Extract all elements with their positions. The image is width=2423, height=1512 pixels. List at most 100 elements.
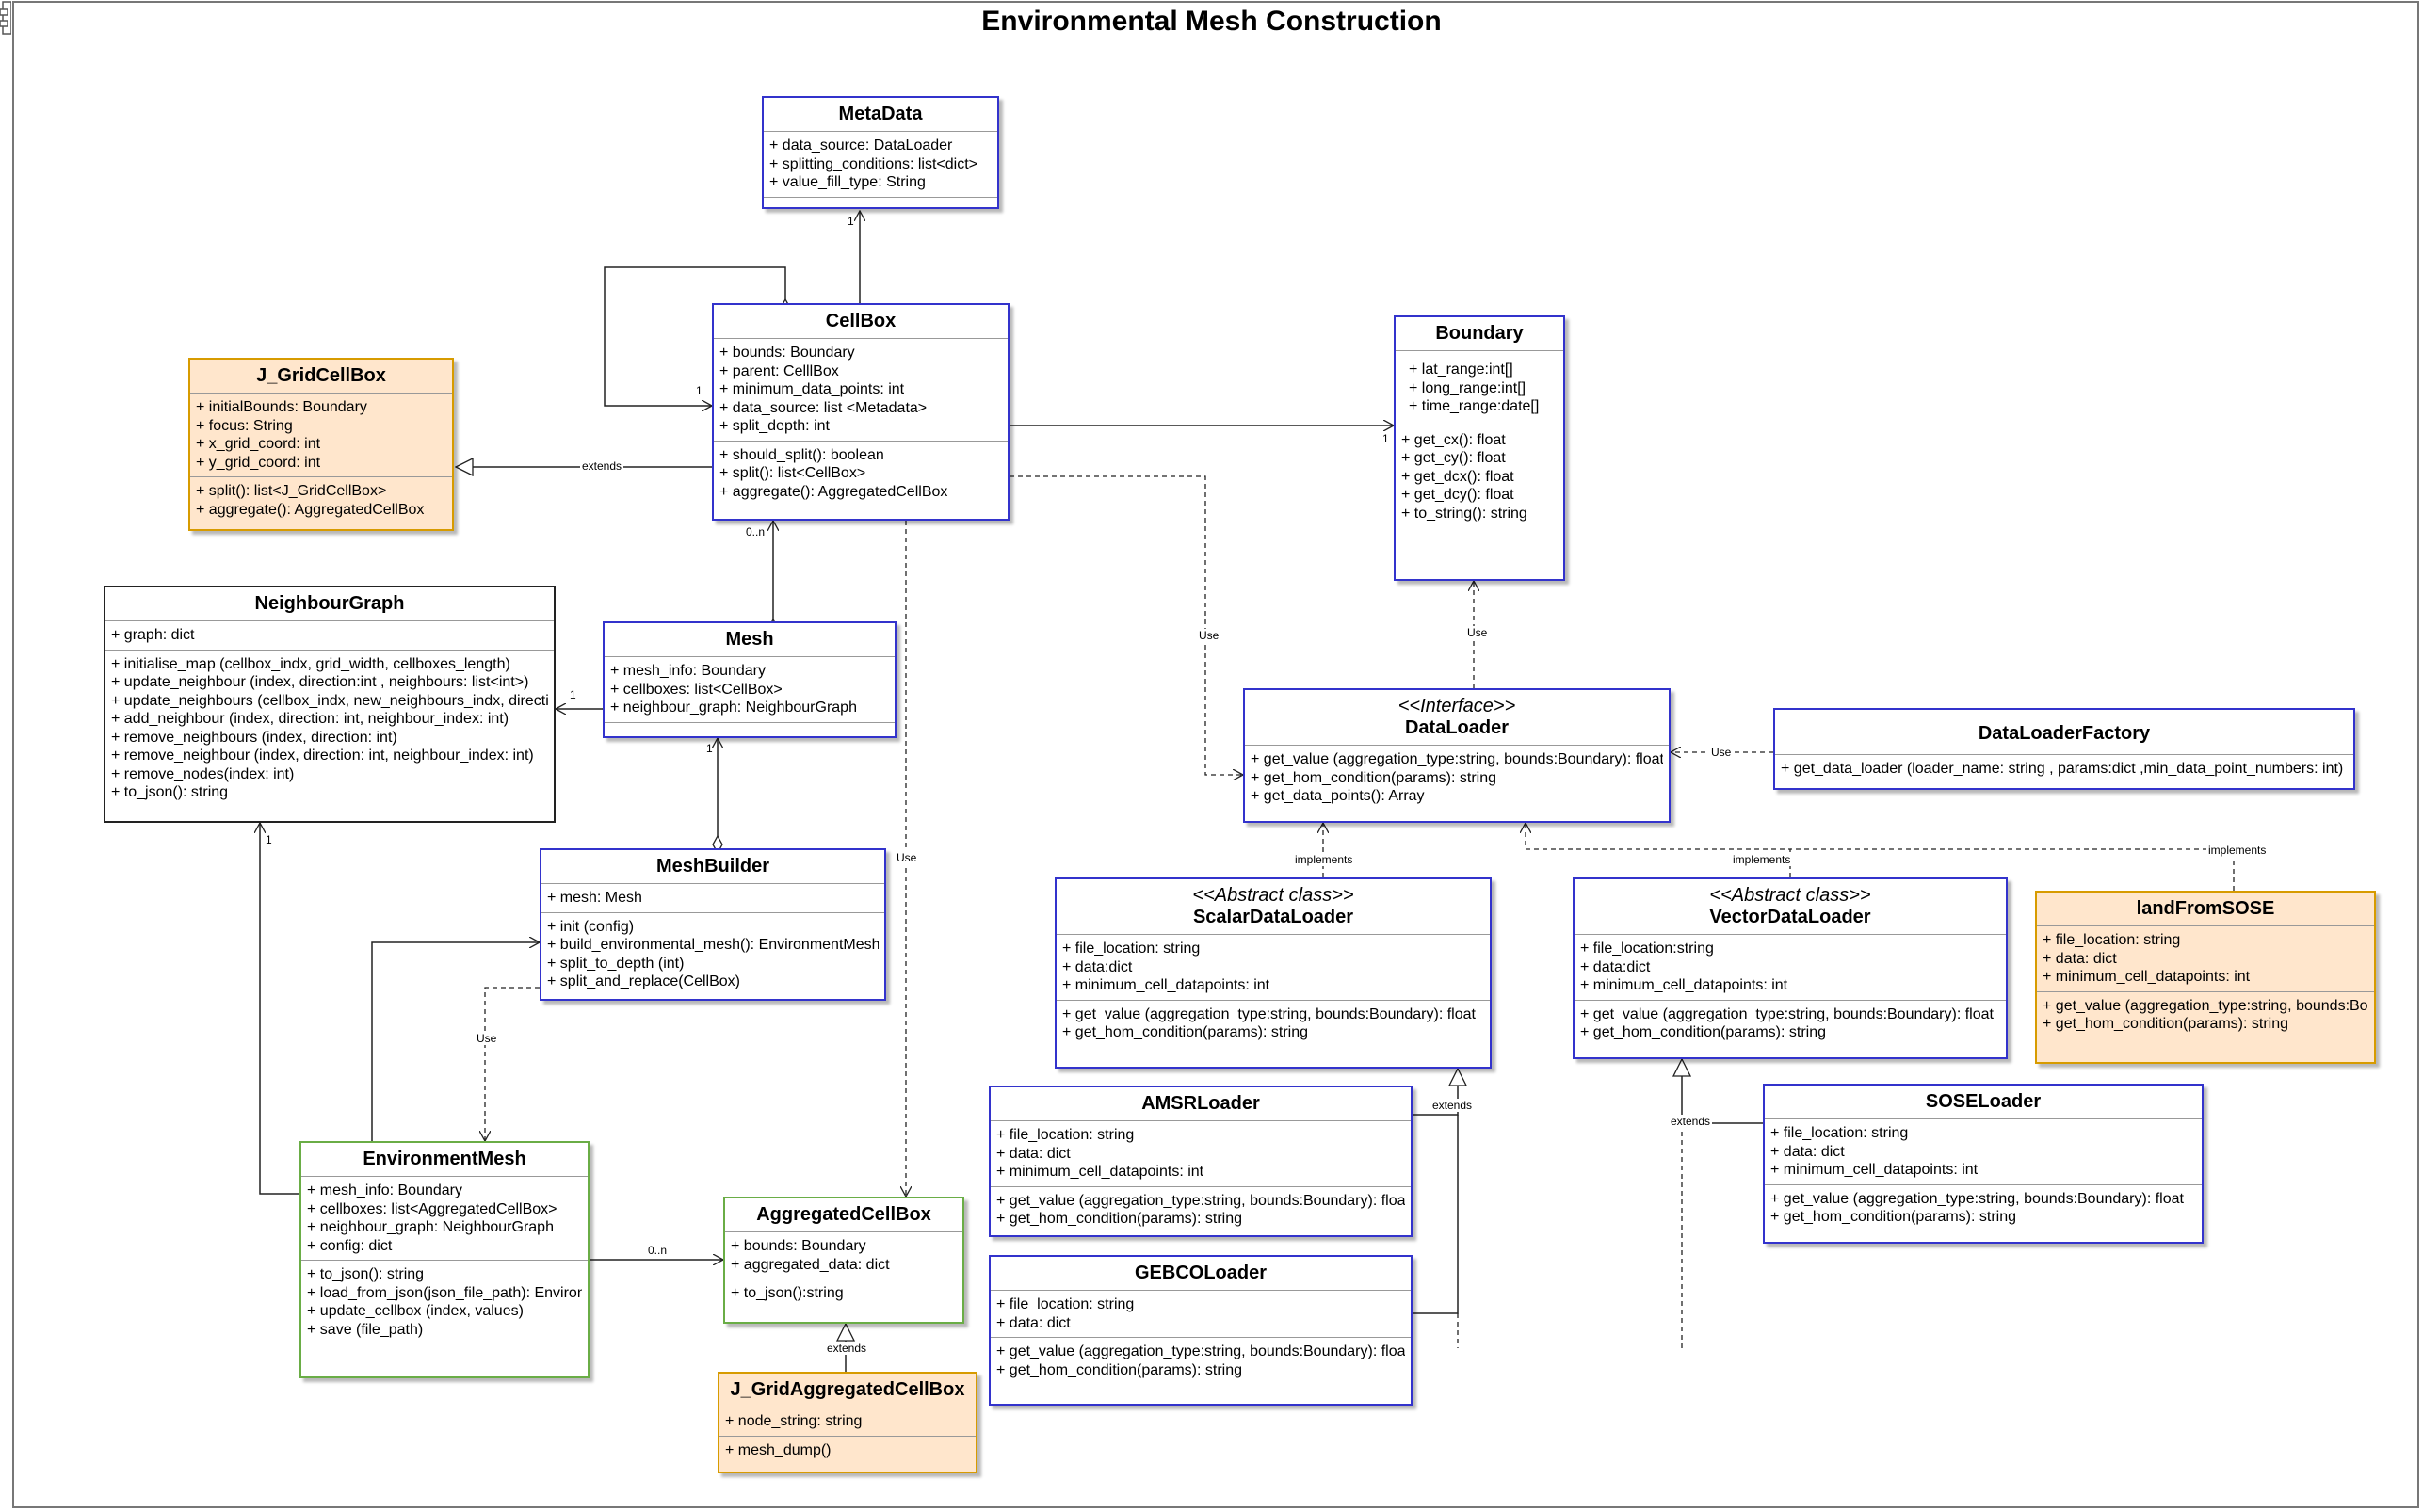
method: + remove_neighbours (index, direction: i…: [111, 729, 397, 746]
class-j-gridcellbox[interactable]: J_GridCellBox + initialBounds: Boundary …: [188, 358, 454, 531]
class-dataloaderfactory[interactable]: DataLoaderFactory + get_data_loader (loa…: [1773, 708, 2355, 790]
attribute: + parent: CelllBox: [719, 362, 839, 379]
method: + load_from_json(json_file_path): Enviro…: [307, 1284, 582, 1301]
method: + get_dcy(): float: [1401, 487, 1514, 503]
mult-mesh-cellbox: 0..n: [746, 525, 766, 539]
class-landfromsose[interactable]: landFromSOSE + file_location: string + d…: [2035, 891, 2376, 1064]
class-amsrloader[interactable]: AMSRLoader + file_location: string + dat…: [989, 1086, 1413, 1237]
attribute: + cellboxes: list<AggregatedCellBox>: [307, 1200, 557, 1217]
label-implements-scalar: implements: [1293, 853, 1355, 866]
attribute: + minimum_cell_datapoints: int: [1580, 977, 1788, 993]
attribute: + cellboxes: list<CellBox>: [610, 681, 783, 698]
label-use-meshbuilder-envmesh: Use: [475, 1032, 499, 1045]
class-soseloader[interactable]: SOSELoader + file_location: string + dat…: [1763, 1084, 2204, 1244]
method: + get_value (aggregation_type:string, bo…: [1062, 1005, 1476, 1022]
attribute: + neighbour_graph: NeighbourGraph: [610, 700, 857, 716]
class-name: AggregatedCellBox: [725, 1198, 962, 1232]
label-use-factory: Use: [1709, 746, 1734, 759]
edge-envmesh-neighbourgraph: [260, 823, 299, 1194]
method: + should_split(): boolean: [719, 446, 884, 463]
attribute: + minimum_cell_datapoints: int: [1770, 1162, 1979, 1178]
attributes: + mesh: Mesh: [541, 884, 884, 913]
attribute: + mesh_info: Boundary: [307, 1182, 462, 1198]
label-use-dataloader-boundary: Use: [1465, 626, 1490, 639]
attribute: + data: dict: [2043, 950, 2117, 967]
method: + get_hom_condition(params): string: [996, 1361, 1243, 1378]
attributes: + file_location: string + data: dict + m…: [1765, 1119, 2202, 1185]
attribute: + data_source: list <Metadata>: [719, 399, 928, 416]
class-name: CellBox: [714, 305, 1008, 339]
class-gebcoloader[interactable]: GEBCOLoader + file_location: string + da…: [989, 1255, 1413, 1406]
class-name: EnvironmentMesh: [301, 1143, 588, 1177]
attribute: + data: dict: [996, 1145, 1071, 1162]
class-name: Boundary: [1396, 317, 1563, 351]
abstract-vectordataloader[interactable]: <<Abstract class>> VectorDataLoader + fi…: [1573, 877, 2008, 1059]
methods: + get_value (aggregation_type:string, bo…: [991, 1187, 1411, 1233]
attribute: + graph: dict: [111, 627, 195, 643]
method: + mesh_dump(): [725, 1441, 832, 1458]
attributes: + initialBounds: Boundary + focus: Strin…: [190, 394, 452, 477]
method: + initialise_map (cellbox_indx, grid_wid…: [111, 655, 510, 672]
methods: + mesh_dump(): [719, 1437, 976, 1465]
interface-dataloader[interactable]: <<Interface>> DataLoader + get_value (ag…: [1243, 688, 1671, 823]
method: + get_dcx(): float: [1401, 468, 1514, 485]
methods: + get_value (aggregation_type:string, bo…: [1575, 1001, 2006, 1047]
method: + get_hom_condition(params): string: [1580, 1024, 1827, 1040]
class-metadata[interactable]: MetaData + data_source: DataLoader + spl…: [762, 96, 999, 209]
methods: + split(): list<J_GridCellBox> + aggrega…: [190, 477, 452, 523]
method: + split(): list<CellBox>: [719, 465, 866, 481]
method: + get_value (aggregation_type:string, bo…: [1580, 1005, 1994, 1022]
class-environmentmesh[interactable]: EnvironmentMesh + mesh_info: Boundary + …: [299, 1141, 590, 1378]
mult-cellbox-self: 1: [696, 384, 703, 397]
attribute: + minimum_cell_datapoints: int: [996, 1164, 1204, 1180]
method: + split_and_replace(CellBox): [547, 973, 740, 989]
class-cellbox[interactable]: CellBox + bounds: Boundary + parent: Cel…: [712, 303, 1010, 521]
attribute: + splitting_conditions: list<dict>: [769, 155, 978, 172]
class-name: J_GridCellBox: [190, 360, 452, 394]
attribute: + config: dict: [307, 1237, 393, 1254]
class-meshbuilder[interactable]: MeshBuilder + mesh: Mesh + init (config)…: [540, 848, 886, 1001]
methods: + get_cx(): float + get_cy(): float + ge…: [1396, 426, 1563, 528]
attribute: + file_location: string: [2043, 932, 2181, 948]
method: + get_data_loader (loader_name: string ,…: [1781, 761, 2344, 777]
method: + to_json(): string: [111, 784, 229, 800]
label-extends-vector: extends: [1669, 1115, 1713, 1128]
method: + aggregate(): AggregatedCellBox: [196, 501, 425, 518]
mult-mesh: 1: [706, 742, 713, 755]
class-name: DataLoaderFactory: [1775, 710, 2353, 755]
attribute: + data: dict: [1770, 1143, 1845, 1160]
class-j-gridaggregatedcellbox[interactable]: J_GridAggregatedCellBox + node_string: s…: [718, 1372, 977, 1473]
attributes: + lat_range:int[] + long_range:int[] + t…: [1396, 351, 1563, 426]
attribute: + file_location: string: [1062, 941, 1201, 957]
method: + aggregate(): AggregatedCellBox: [719, 483, 948, 500]
method: + to_json(): string: [307, 1266, 425, 1282]
label-extends-jgridagg: extends: [825, 1342, 869, 1355]
class-name: GEBCOLoader: [991, 1257, 1411, 1291]
label-extends-jgrid: extends: [580, 459, 624, 473]
attributes: + file_location: string + data: dict + m…: [991, 1121, 1411, 1187]
method: + build_environmental_mesh(): Environmen…: [547, 937, 879, 953]
methods: + get_value (aggregation_type:string, bo…: [2037, 992, 2374, 1038]
abstract-scalardataloader[interactable]: <<Abstract class>> ScalarDataLoader + fi…: [1055, 877, 1492, 1069]
stereotype: <<Abstract class>>: [1709, 885, 1871, 906]
methods: + initialise_map (cellbox_indx, grid_wid…: [105, 651, 554, 807]
method: + get_cx(): float: [1401, 431, 1506, 448]
label-use-cellbox-aggregated: Use: [895, 851, 919, 864]
class-boundary[interactable]: Boundary + lat_range:int[] + long_range:…: [1394, 315, 1565, 581]
method: + get_hom_condition(params): string: [2043, 1016, 2289, 1032]
class-aggregatedcellbox[interactable]: AggregatedCellBox + bounds: Boundary + a…: [723, 1197, 964, 1324]
abstract-name: VectorDataLoader: [1709, 907, 1871, 927]
stereotype: <<Interface>>: [1397, 696, 1516, 716]
attribute: + node_string: string: [725, 1413, 863, 1429]
attributes: + node_string: string: [719, 1407, 976, 1437]
attribute: + x_grid_coord: int: [196, 436, 321, 452]
method: + remove_neighbour (index, direction: in…: [111, 748, 534, 764]
class-neighbourgraph[interactable]: NeighbourGraph + graph: dict + initialis…: [104, 586, 556, 823]
mult-envmesh-neighbourgraph: 1: [266, 833, 272, 846]
class-mesh[interactable]: Mesh + mesh_info: Boundary + cellboxes: …: [603, 621, 897, 738]
class-name: SOSELoader: [1765, 1086, 2202, 1119]
class-name: landFromSOSE: [2037, 893, 2374, 926]
label-implements-vector: implements: [1731, 853, 1793, 866]
methods: + to_json(): string + load_from_json(jso…: [301, 1261, 588, 1343]
attributes: + get_value (aggregation_type:string, bo…: [1245, 746, 1669, 811]
